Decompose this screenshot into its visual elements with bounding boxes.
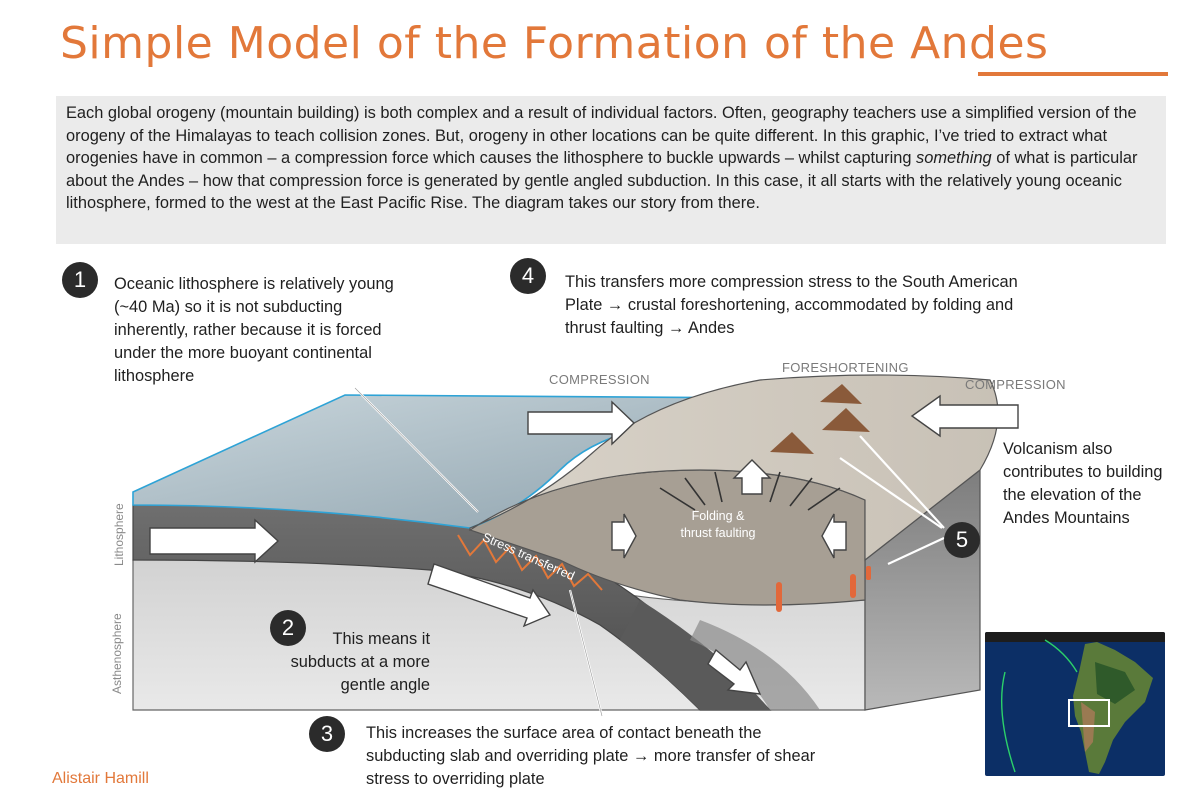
compression-arrow-right [910, 394, 1019, 438]
intro-paragraph: Each global orogeny (mountain building) … [56, 96, 1166, 244]
intro-emphasis: something [916, 149, 992, 167]
compression-arrow-left [527, 400, 636, 446]
step-2-badge: 2 [270, 610, 306, 646]
step-5-badge: 5 [944, 522, 980, 558]
subduction-arrow [427, 563, 552, 628]
step-3-badge: 3 [309, 716, 345, 752]
step-4-text: This transfers more compression stress t… [565, 273, 1018, 337]
south-america-map-image [985, 632, 1165, 776]
intro-text-1: Each global orogeny (mountain building) … [66, 104, 1137, 167]
step-1-badge: 1 [62, 262, 98, 298]
compression-label-right: COMPRESSION [965, 377, 1066, 392]
foreshortening-label: FORESHORTENING [782, 360, 909, 375]
magma-plumes [776, 566, 871, 612]
fold-arrow-left [611, 513, 637, 559]
fold-arrow-right [821, 513, 847, 559]
step-2-text: This means it subducts at a more gentle … [290, 630, 430, 694]
asthenosphere-axis-label: Asthenosphere [110, 613, 124, 694]
compression-label-left: COMPRESSION [549, 372, 650, 387]
volcano-icon [770, 432, 814, 454]
step-4-badge: 4 [510, 258, 546, 294]
volcano-icon [822, 408, 870, 432]
map-graphic [985, 632, 1165, 776]
volcano-icons [770, 384, 870, 454]
page-title: Simple Model of the Formation of the And… [60, 18, 1049, 69]
stress-zigzag [457, 534, 603, 591]
volcano-icon [820, 384, 862, 404]
pointer-lines-outline [354, 387, 603, 717]
deep-arrow [707, 648, 762, 695]
push-arrow [149, 518, 280, 564]
intro-text-2: of what is particular about the Andes – … [66, 149, 1138, 212]
folding-label: Folding & thrust faulting [680, 509, 756, 540]
white-arrows [149, 394, 1019, 695]
uplift-arrow [732, 459, 772, 495]
step-1-text: Oceanic lithosphere is relatively young … [114, 275, 394, 385]
lithosphere-axis-label: Lithosphere [112, 503, 126, 566]
title-underline [978, 72, 1168, 76]
slab-lower-band [690, 620, 820, 710]
fold-lines [659, 471, 841, 511]
author-credit: Alistair Hamill [52, 770, 149, 787]
step-5-text: Volcanism also contributes to building t… [1003, 440, 1163, 527]
step-3-text: This increases the surface area of conta… [366, 724, 816, 788]
andes-surface [469, 374, 999, 562]
